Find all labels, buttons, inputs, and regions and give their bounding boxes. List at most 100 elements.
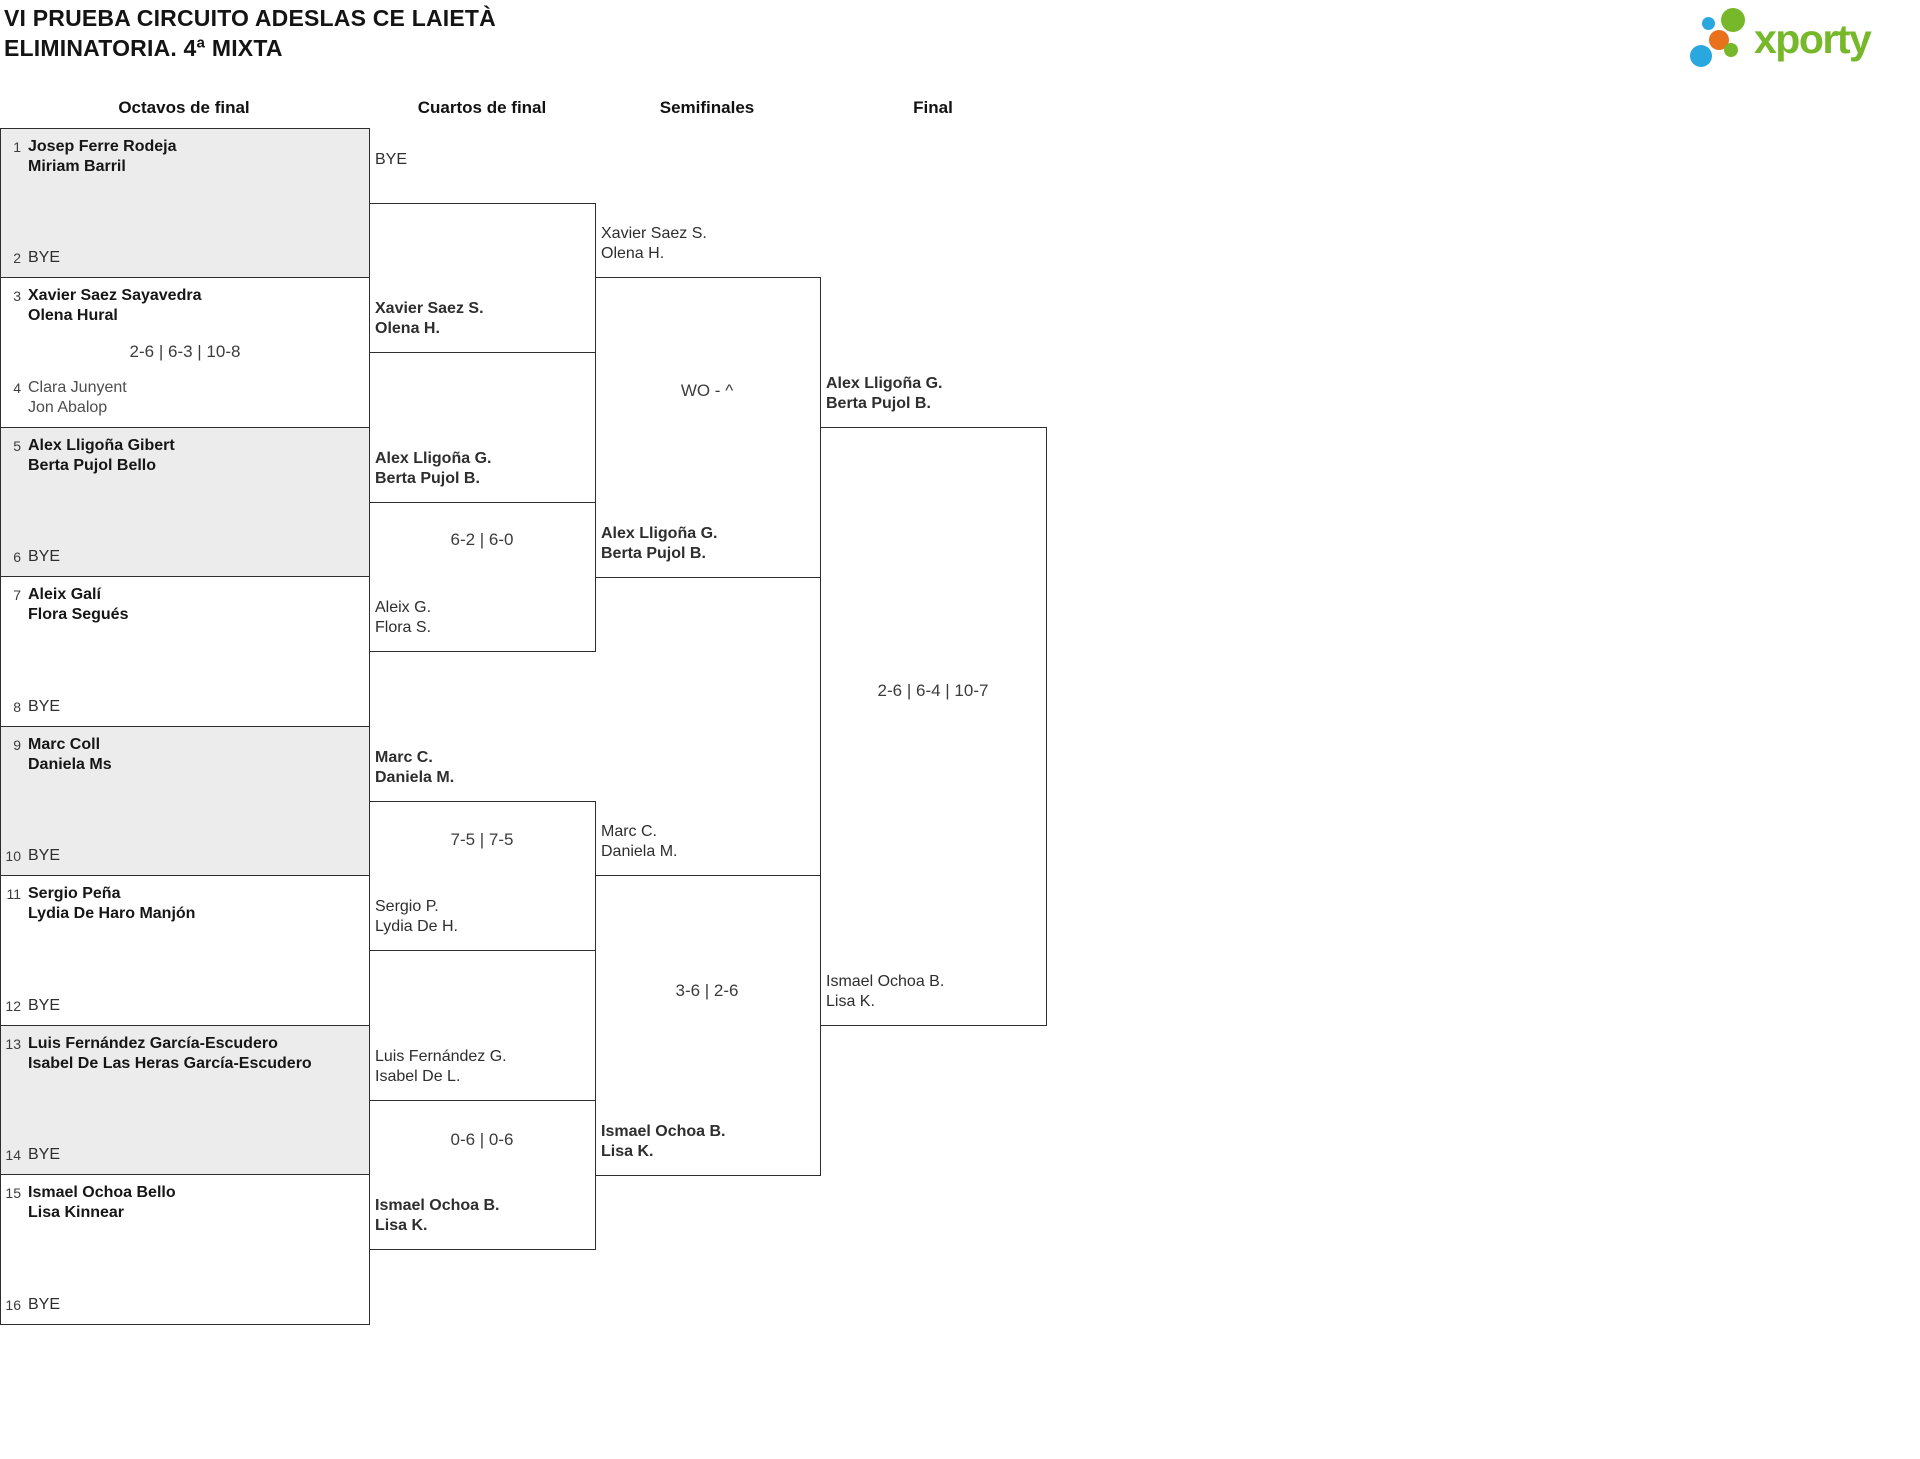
logo-dot-orange-icon	[1709, 30, 1729, 50]
r16-match-5-box: 9 Marc Coll Daniela Ms 10 BYE	[0, 726, 370, 876]
player-1-name: Ismael Ochoa B.	[375, 1197, 500, 1214]
final-top-participant: Alex Lligoña G. Berta Pujol B.	[826, 374, 1041, 413]
page-title: VI PRUEBA CIRCUITO ADESLAS CE LAIETÀ ELI…	[4, 3, 496, 63]
bye-label: BYE	[28, 1145, 61, 1163]
logo-wordmark: xporty	[1754, 16, 1872, 62]
participant-row: 3 Xavier Saez Sayavedra Olena Hural	[1, 286, 369, 325]
bye-label: BYE	[28, 248, 61, 266]
qf4-top-participant: Luis Fernández G. Isabel De L.	[375, 1047, 590, 1086]
player-2-name: Daniela M.	[601, 842, 678, 860]
participant-names: Josep Ferre Rodeja Miriam Barril	[28, 137, 177, 176]
player-1-name: Alex Lligoña G.	[375, 450, 492, 467]
player-2-name: Isabel De Las Heras García-Escudero	[28, 1054, 312, 1072]
seed-number: 5	[13, 438, 21, 454]
seed-number: 15	[5, 1185, 21, 1201]
participant-row: 7 Aleix Galí Flora Segués	[1, 585, 369, 624]
player-2-name: Lisa K.	[826, 992, 875, 1010]
qf3-top-participant: Marc C. Daniela M.	[375, 748, 590, 787]
player-2-name: Lisa K.	[375, 1216, 428, 1234]
qf4-bottom-participant: Ismael Ochoa B. Lisa K.	[375, 1196, 590, 1235]
seed-number: 13	[5, 1036, 21, 1052]
player-1-name: Ismael Ochoa Bello	[28, 1184, 176, 1201]
participant-row: 12 BYE	[1, 996, 369, 1016]
sf1-bottom-participant: Alex Lligoña G. Berta Pujol B.	[601, 524, 816, 563]
player-1-name: Aleix G.	[375, 599, 432, 616]
participant-names: Luis Fernández García-Escudero Isabel De…	[28, 1034, 312, 1073]
r16-match-1-box: 1 Josep Ferre Rodeja Miriam Barril 2 BYE	[0, 128, 370, 278]
player-1-name: Alex Lligoña G.	[826, 375, 943, 392]
participant-names: Marc Coll Daniela Ms	[28, 735, 112, 774]
player-1-name: Xavier Saez S.	[375, 300, 484, 317]
bye-label: BYE	[28, 996, 61, 1014]
r16-match-8-box: 15 Ismael Ochoa Bello Lisa Kinnear 16 BY…	[0, 1174, 370, 1325]
final-match-box	[820, 427, 1047, 1026]
round-header-cuartos: Cuartos de final	[417, 98, 547, 117]
player-1-name: Josep Ferre Rodeja	[28, 138, 177, 155]
participant-row: 10 BYE	[1, 846, 369, 866]
qf-match-4-box	[369, 1100, 596, 1250]
player-2-name: Miriam Barril	[28, 157, 126, 175]
participant-names: Ismael Ochoa Bello Lisa Kinnear	[28, 1183, 176, 1222]
player-2-name: Daniela M.	[375, 768, 455, 786]
round-header-semifinales: Semifinales	[659, 98, 755, 117]
match-score: 0-6 | 0-6	[450, 1130, 514, 1149]
player-2-name: Daniela Ms	[28, 755, 112, 773]
player-1-name: Luis Fernández García-Escudero	[28, 1035, 278, 1052]
seed-number: 3	[13, 288, 21, 304]
final-bottom-participant: Ismael Ochoa B. Lisa K.	[826, 972, 1041, 1011]
logo-dot-green-small-icon	[1724, 43, 1738, 57]
qf1-top-participant: BYE	[375, 150, 590, 170]
qf-match-3-box	[369, 801, 596, 951]
player-1-name: Ismael Ochoa B.	[601, 1123, 726, 1140]
match-score: 6-2 | 6-0	[450, 530, 514, 549]
bye-label: BYE	[28, 1295, 61, 1313]
sf2-bottom-participant: Ismael Ochoa B. Lisa K.	[601, 1122, 816, 1161]
player-2-name: Berta Pujol B.	[826, 394, 931, 412]
seed-number: 10	[5, 847, 21, 864]
player-1-name: Luis Fernández G.	[375, 1048, 507, 1065]
participant-names: Alex Lligoña Gibert Berta Pujol Bello	[28, 436, 175, 475]
sf1-top-participant: Xavier Saez S. Olena H.	[601, 224, 816, 263]
player-1-name: Sergio Peña	[28, 885, 121, 902]
participant-row: 4 Clara Junyent Jon Abalop	[1, 378, 369, 417]
seed-number: 1	[13, 139, 21, 155]
seed-number: 16	[5, 1296, 21, 1313]
sf2-top-participant: Marc C. Daniela M.	[601, 822, 816, 861]
participant-row: 1 Josep Ferre Rodeja Miriam Barril	[1, 137, 369, 176]
match-score: 3-6 | 2-6	[675, 981, 739, 1000]
bye-label: BYE	[28, 697, 61, 715]
player-2-name: Berta Pujol Bello	[28, 456, 157, 474]
participant-row: 2 BYE	[1, 248, 369, 268]
player-2-name: Flora S.	[375, 618, 432, 636]
player-1-name: Ismael Ochoa B.	[826, 973, 945, 990]
bracket-subtitle: ELIMINATORIA. 4ª MIXTA	[4, 35, 283, 61]
seed-number: 9	[13, 737, 21, 753]
qf3-bottom-participant: Sergio P. Lydia De H.	[375, 897, 590, 936]
r16-match-4-box: 7 Aleix Galí Flora Segués 8 BYE	[0, 576, 370, 727]
player-1-name: Marc Coll	[28, 736, 101, 753]
participant-row: 13 Luis Fernández García-Escudero Isabel…	[1, 1034, 369, 1073]
seed-number: 2	[13, 249, 21, 266]
qf-match-1-box	[369, 203, 596, 353]
seed-number: 14	[5, 1146, 21, 1163]
xporty-logo[interactable]: xporty	[1690, 8, 1902, 70]
player-1-name: Xavier Saez Sayavedra	[28, 287, 202, 304]
r16-match-3-box: 5 Alex Lligoña Gibert Berta Pujol Bello …	[0, 427, 370, 577]
sf-match-1-box	[595, 277, 821, 578]
player-1-name: Xavier Saez S.	[601, 225, 707, 242]
player-1-name: Alex Lligoña Gibert	[28, 437, 175, 454]
player-2-name: Berta Pujol B.	[375, 469, 480, 487]
player-2-name: Flora Segués	[28, 605, 129, 623]
player-2-name: Isabel De L.	[375, 1067, 461, 1085]
sf-match-2-box	[595, 875, 821, 1176]
participant-names: Sergio Peña Lydia De Haro Manjón	[28, 884, 195, 923]
player-2-name: Olena Hural	[28, 306, 118, 324]
logo-dot-blue-small-icon	[1702, 17, 1715, 30]
tournament-name: VI PRUEBA CIRCUITO ADESLAS CE LAIETÀ	[4, 5, 496, 31]
participant-row: 8 BYE	[1, 697, 369, 717]
qf2-bottom-participant: Aleix G. Flora S.	[375, 598, 590, 637]
logo-dot-blue-large-icon	[1690, 45, 1712, 67]
match-score: 2-6 | 6-4 | 10-7	[877, 681, 989, 700]
player-2-name: Olena H.	[375, 319, 440, 337]
seed-number: 6	[13, 548, 21, 565]
